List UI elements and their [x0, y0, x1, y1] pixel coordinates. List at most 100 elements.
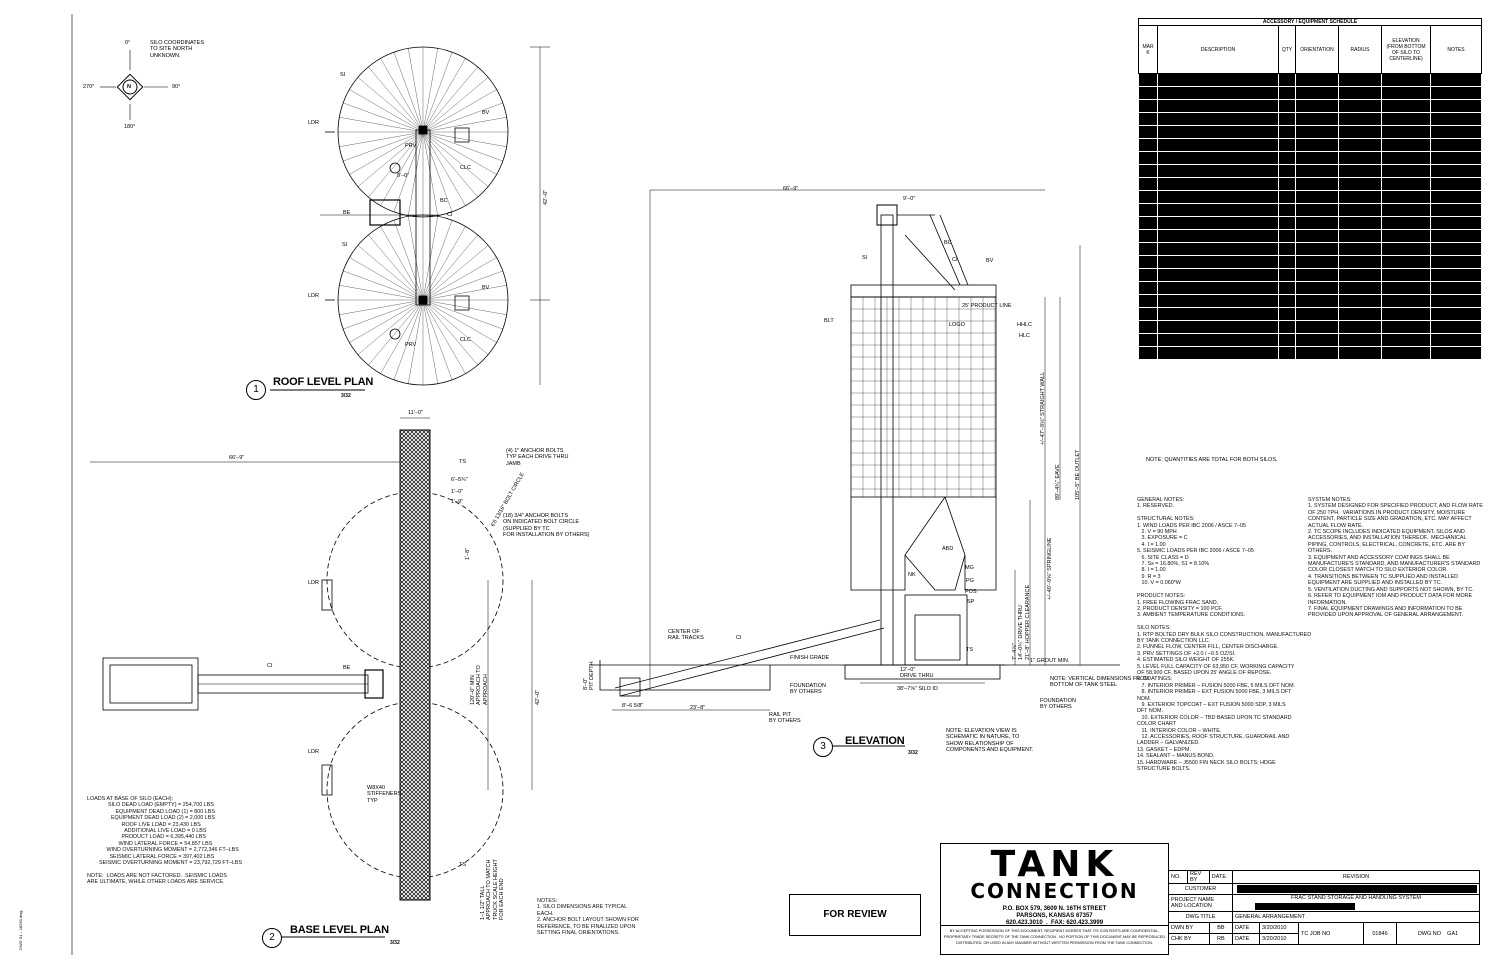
schedule-row [1138, 307, 1482, 321]
tag-sp: SP [967, 599, 975, 605]
roof-panel-seam [393, 52, 424, 133]
view-number-base: 2 [262, 928, 282, 948]
roof-panel-seam [422, 257, 497, 301]
schedule-cell-redacted [1278, 320, 1296, 334]
compass-north: 0° [125, 40, 131, 46]
roof-panel-seam [349, 257, 424, 301]
tag-bv-3: BV [986, 258, 994, 264]
tb-chk-by-label: CHK BY [1168, 933, 1210, 945]
schedule-col-radius: RADIUS [1338, 25, 1382, 74]
schedule-cell-redacted [1430, 138, 1482, 152]
tag-ci-2: CI [267, 663, 273, 669]
tag-clc: CLC [460, 165, 472, 171]
tag-ldr: LDR [308, 120, 320, 126]
schedule-row [1138, 164, 1482, 178]
schedule-row [1138, 294, 1482, 308]
schedule-cell-redacted [1157, 346, 1279, 360]
schedule-cell-redacted [1430, 281, 1482, 295]
tb-dwg-title: GENERAL ARRANGEMENT [1231, 911, 1481, 923]
roof-panel-seam [357, 299, 424, 355]
schedule-cell-redacted [1338, 73, 1382, 87]
schedule-cell-redacted [1430, 268, 1482, 282]
roof-panel-seam [422, 285, 507, 301]
schedule-cell-redacted [1381, 268, 1431, 282]
schedule-cell-redacted [1338, 320, 1382, 334]
side-stamp: DWG 01 – 18260.dwg [18, 910, 23, 950]
schedule-cell-redacted [1138, 177, 1158, 191]
title-block: NO. REV BY DATE REVISION CUSTOMER PROJEC… [1168, 870, 1481, 945]
schedule-row [1138, 73, 1482, 87]
company-name-1: TANK [990, 844, 1119, 885]
roof-panel-seam [380, 226, 424, 301]
note-foundation-2: FOUNDATION BY OTHERS [790, 683, 826, 696]
tb-date-label-3: DATE [1231, 933, 1260, 945]
compass-west: 270° [83, 84, 95, 90]
roof-panel-seam [339, 131, 424, 147]
roof-panel-seam [408, 216, 424, 301]
schedule-cell-redacted [1430, 190, 1482, 204]
tb-date-label-2: DATE [1231, 922, 1260, 934]
schedule-row [1138, 255, 1482, 269]
roof-panel-seam [422, 102, 503, 133]
tb-revision-label: REVISION [1231, 870, 1481, 884]
schedule-cell-redacted [1138, 216, 1158, 230]
roof-panel-seam [422, 131, 503, 162]
schedule-row [1138, 177, 1482, 191]
schedule-cell-redacted [1295, 307, 1339, 321]
tag-ldr-3: LDR [308, 580, 320, 586]
roof-panel-seam [422, 299, 453, 380]
schedule-cell-redacted [1138, 229, 1158, 243]
note-foundation-1: FOUNDATION BY OTHERS [1040, 698, 1076, 711]
schedule-cell-redacted [1278, 229, 1296, 243]
dim-grout: 1" GROUT MIN. [1030, 658, 1070, 664]
schedule-cell-redacted [1157, 333, 1279, 347]
schedule-cell-redacted [1138, 164, 1158, 178]
schedule-cell-redacted [1278, 333, 1296, 347]
schedule-cell-redacted [1338, 216, 1382, 230]
schedule-cell-redacted [1295, 112, 1339, 126]
roof-panel-seam [422, 299, 497, 343]
schedule-row [1138, 86, 1482, 100]
roof-panel-seam [343, 270, 424, 301]
schedule-cell-redacted [1338, 190, 1382, 204]
schedule-row [1138, 203, 1482, 217]
schedule-row [1138, 151, 1482, 165]
roof-panel-seam [408, 48, 424, 133]
note-rail-center: CENTER OF RAIL TRACKS [668, 629, 704, 642]
company-disclaimer: BY ACCEPTING POSSESSION OF THIS DOCUMENT… [944, 929, 1167, 945]
view-scale-roof: 3/32 [341, 393, 351, 399]
roof-panel-seam [380, 299, 424, 374]
tb-customer-redacted [1236, 885, 1477, 893]
schedule-col-notes: NOTES [1430, 25, 1482, 74]
loads-notes: LOADS AT BASE OF SILO (EACH): SILO DEAD … [87, 796, 243, 886]
schedule-redacted-rows [1138, 73, 1482, 360]
schedule-cell-redacted [1138, 125, 1158, 139]
dim-pit-depth: 8'–0" PIT DEPTH [583, 661, 596, 690]
schedule-row [1138, 333, 1482, 347]
tag-ts-3: TS [966, 647, 974, 653]
dim-roof-width: 9'–0" [397, 173, 410, 179]
schedule-cell-redacted [1381, 203, 1431, 217]
schedule-cell-redacted [1157, 112, 1279, 126]
roof-panel-seam [408, 131, 424, 216]
dim-elev-top: 66'–9" [783, 186, 799, 192]
schedule-cell-redacted [1430, 307, 1482, 321]
dim-d4: 1'–8" [465, 547, 471, 560]
roof-panel-seam [357, 77, 424, 133]
dim-product-line: 25' PRODUCT LINE [962, 303, 1012, 309]
roof-panel-seam [422, 131, 466, 206]
schedule-cell-redacted [1338, 294, 1382, 308]
schedule-row [1138, 268, 1482, 282]
schedule-cell-redacted [1381, 346, 1431, 360]
schedule-cell-redacted [1295, 190, 1339, 204]
roof-panel-seam [343, 131, 424, 162]
schedule-cell-redacted [1430, 112, 1482, 126]
schedule-cell-redacted [1430, 346, 1482, 360]
schedule-row [1138, 112, 1482, 126]
schedule-col-mark: MAR K [1138, 25, 1158, 74]
schedule-cell-redacted [1295, 177, 1339, 191]
tag-ci-4: CI [736, 635, 742, 641]
tb-job-no-label: TC JOB NO [1297, 922, 1364, 945]
schedule-cell-redacted [1278, 86, 1296, 100]
elevation-view [590, 189, 1120, 711]
